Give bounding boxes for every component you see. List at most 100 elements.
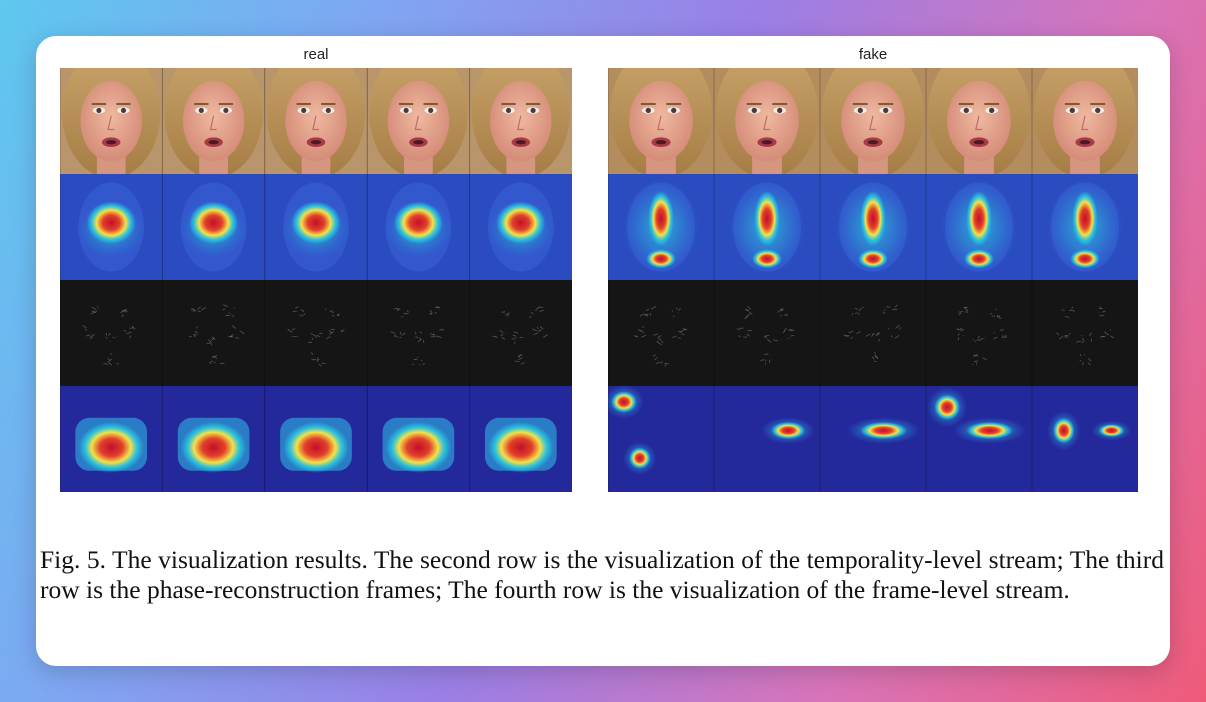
phase-edge [534, 309, 538, 311]
phase-edge [529, 315, 532, 319]
mouth-inner [413, 140, 424, 145]
phase-edge [233, 306, 235, 309]
phase-reconstruction-frame-cell [60, 280, 163, 386]
phase-edge [231, 314, 235, 318]
phase-edge [430, 313, 433, 315]
eyebrow [116, 102, 131, 105]
phase-edge [231, 325, 237, 329]
heat-spot [966, 422, 1013, 439]
mouth-inner [208, 140, 219, 145]
phase-edge [973, 360, 978, 362]
phase-reconstruction-frame-cell [608, 280, 714, 386]
phase-edge [957, 333, 960, 336]
phase-edge [1065, 336, 1068, 339]
phase-edge [1081, 337, 1085, 342]
phase-edge [436, 335, 442, 339]
nose [209, 115, 217, 131]
phase-edge [403, 312, 409, 315]
phase-edge [1079, 353, 1082, 357]
heat-spot [488, 422, 554, 473]
phase-reconstruction-frame-cell [925, 280, 1032, 386]
phase-edge [310, 332, 316, 337]
phase-edge [329, 310, 334, 313]
phase-background [820, 280, 926, 386]
pupil [989, 107, 995, 114]
heat-spot [648, 190, 674, 247]
nose [975, 115, 983, 131]
phase-background [926, 280, 1032, 386]
phase-edge [94, 310, 98, 313]
phase-edge [890, 335, 893, 338]
phase-edge [641, 334, 647, 338]
video-frame-cell [1031, 68, 1138, 179]
phase-edge [894, 304, 898, 308]
phase-edge [303, 313, 306, 316]
eyebrow [91, 102, 107, 105]
phase-edge [90, 334, 95, 337]
eyebrow [984, 102, 1000, 105]
phase-reconstruction-frame-cell [264, 280, 368, 386]
mouth-inner [106, 140, 117, 145]
heat-spot [291, 201, 341, 244]
face [182, 80, 245, 162]
phase-edge [656, 340, 659, 343]
phase-edge [517, 356, 521, 358]
phase-background [162, 280, 265, 386]
eyebrow [746, 102, 762, 105]
eyebrow [194, 102, 209, 105]
phase-edge [657, 341, 662, 346]
eyebrow [772, 102, 788, 105]
heat-spot-mouth [964, 249, 994, 269]
phase-edge [1064, 335, 1066, 338]
phase-edge [501, 336, 506, 340]
phase-edge [390, 331, 396, 334]
phase-edge [329, 331, 335, 335]
nose [414, 115, 422, 131]
phase-edge [393, 307, 398, 310]
heat-spot [86, 201, 136, 244]
phase-reconstruction-frame-cell [713, 280, 820, 386]
phase-edge [664, 364, 667, 367]
phase-edge [1088, 358, 1092, 362]
phase-edge [745, 309, 750, 312]
phase-edge [120, 309, 125, 314]
phase-edge [197, 310, 201, 312]
phase-edge [1064, 335, 1069, 337]
phase-edge [210, 360, 214, 363]
phase-edge [1099, 336, 1104, 338]
phase-edge [960, 327, 965, 331]
phase-edge [193, 309, 195, 313]
nose [763, 115, 771, 131]
eyebrow [852, 102, 868, 105]
pupil [777, 107, 783, 114]
video-frame-cell [161, 68, 265, 179]
phase-edge [736, 328, 740, 331]
phase-edge [518, 357, 523, 361]
phase-edge [871, 356, 875, 360]
phase-edge [393, 334, 399, 338]
phase-edge [958, 312, 962, 316]
phase-edge [862, 306, 864, 308]
phase-edge [433, 333, 435, 337]
phase-edge [1069, 332, 1071, 335]
eyebrow [958, 102, 974, 105]
heat-spot [966, 190, 992, 247]
phase-edge [637, 329, 642, 332]
phase-background [608, 280, 714, 386]
phase-edge [764, 359, 767, 362]
phase-edge [507, 313, 510, 316]
phase-edge [789, 329, 795, 331]
phase-edge [760, 359, 765, 361]
phase-edge [301, 314, 304, 317]
mouth-inner [310, 140, 322, 145]
phase-edge [677, 337, 681, 339]
phase-edge [294, 306, 299, 309]
phase-edge [990, 312, 993, 315]
phase-edge [503, 311, 506, 313]
phase-reconstruction-frame-cell [1031, 280, 1138, 386]
phase-edge [406, 310, 409, 313]
mouth-inner [1079, 140, 1091, 145]
phase-edge [768, 360, 771, 364]
phase-edge [537, 329, 542, 332]
phase-edge [645, 308, 650, 312]
